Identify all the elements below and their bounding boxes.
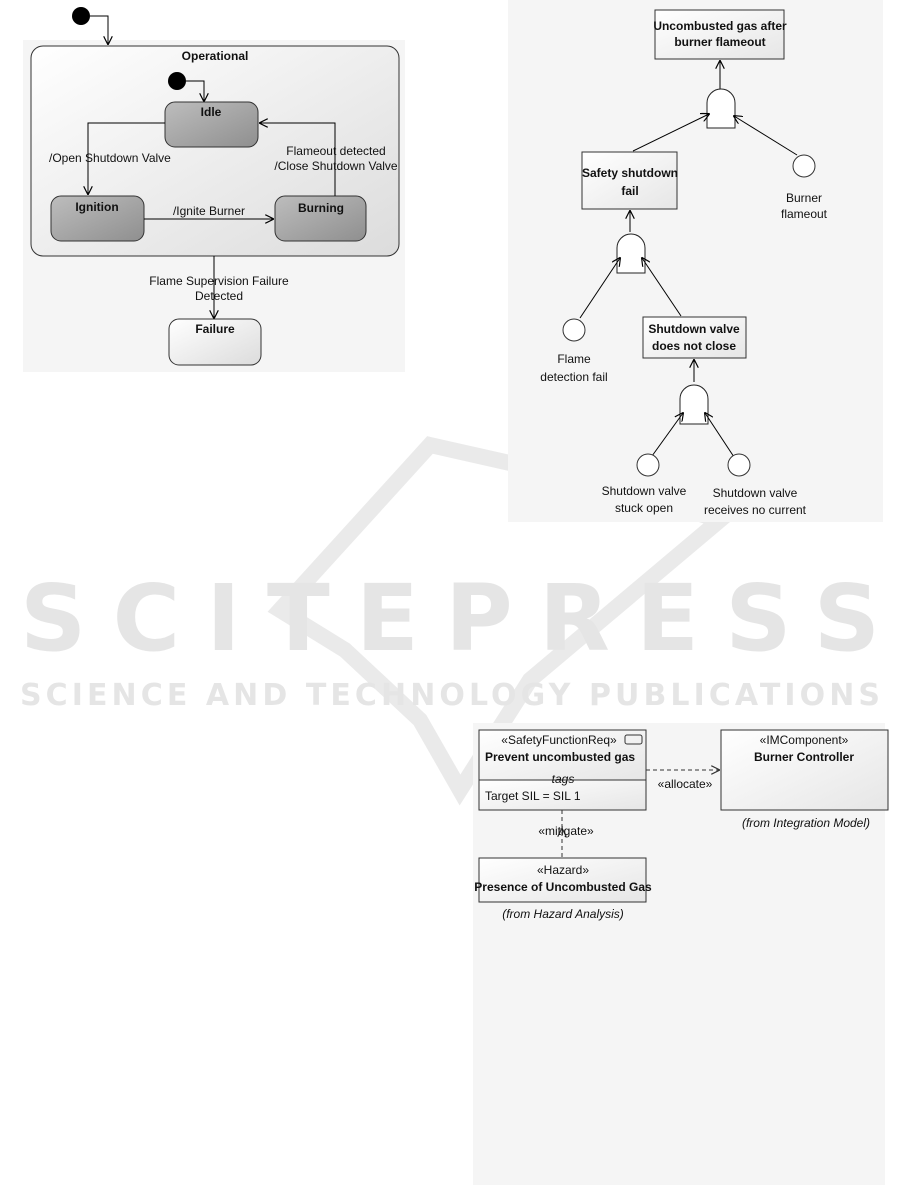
valve-stuck-open-event <box>636 453 660 477</box>
safety-shutdown-label-line2: fail <box>621 184 638 198</box>
top-event-box <box>654 9 785 60</box>
mitigate-label: «mitigate» <box>538 824 594 838</box>
valve-not-close-box <box>642 316 747 359</box>
initial-transition <box>90 15 108 44</box>
fault-tree-diagram: Uncombusted gas after burner flameout Sa… <box>508 0 883 522</box>
hazard-origin: (from Hazard Analysis) <box>502 907 624 921</box>
flame-detection-fail-event <box>562 318 586 342</box>
hazard-box <box>478 857 647 903</box>
valve-not-close-label-line2: does not close <box>652 339 736 353</box>
open-shutdown-label: /Open Shutdown Valve <box>49 151 171 165</box>
safety-shutdown-label-line1: Safety shutdown <box>582 166 678 180</box>
gate1-input-right <box>734 116 798 156</box>
flameout-label-line1: Flameout detected <box>286 144 385 158</box>
top-event-label-line1: Uncombusted gas after <box>653 19 787 33</box>
no-current-label-line2: receives no current <box>704 503 807 517</box>
safety-shutdown-box <box>581 151 678 210</box>
flame-detection-label-line2: detection fail <box>540 370 607 384</box>
transition-idle-to-ignition <box>88 122 165 194</box>
watermark-brand: SCITEPRESS <box>20 565 880 672</box>
transition-burning-to-idle <box>260 123 336 196</box>
failure-label: Failure <box>195 322 235 336</box>
inner-initial-transition <box>186 80 204 101</box>
initial-pseudostate <box>72 7 90 25</box>
tag-value: Target SIL = SIL 1 <box>485 789 581 803</box>
gate2-input-right <box>642 258 682 317</box>
hazard-stereotype: «Hazard» <box>537 863 589 877</box>
idle-label: Idle <box>201 105 222 119</box>
safety-requirement-name: Prevent uncombusted gas <box>485 750 635 764</box>
valve-no-current-event <box>727 453 751 477</box>
gate3-input-left <box>651 413 683 457</box>
allocate-label: «allocate» <box>658 777 713 791</box>
stuck-open-label-line1: Shutdown valve <box>602 484 687 498</box>
state-machine-diagram: Operational Idle Ignition Burning /Open … <box>23 7 405 372</box>
failure-transition-label-line2: Detected <box>195 289 243 303</box>
and-gate-3 <box>679 384 709 425</box>
gate3-input-right <box>705 413 735 458</box>
requirement-icon <box>624 734 643 745</box>
stuck-open-label-line2: stuck open <box>615 501 673 515</box>
burner-flameout-label-line1: Burner <box>786 191 822 205</box>
watermark-tagline: SCIENCE AND TECHNOLOGY PUBLICATIONS <box>20 678 880 713</box>
gate1-input-left <box>632 114 709 152</box>
component-box <box>720 729 889 811</box>
top-event-label-line2: burner flameout <box>674 35 765 49</box>
and-gate-2 <box>616 233 646 274</box>
ignite-burner-label: /Ignite Burner <box>173 204 245 218</box>
flameout-label-line2: /Close Shutdown Valve <box>274 159 398 173</box>
burning-label: Burning <box>298 201 344 215</box>
component-origin: (from Integration Model) <box>742 816 870 830</box>
no-current-label-line1: Shutdown valve <box>713 486 798 500</box>
failure-state <box>168 318 262 366</box>
component-name: Burner Controller <box>754 750 854 764</box>
burning-state <box>274 195 367 242</box>
component-stereotype: «IMComponent» <box>760 733 849 747</box>
burner-flameout-label-line2: flameout <box>781 207 828 221</box>
tags-heading: tags <box>552 772 575 786</box>
fault-tree-background <box>508 0 883 522</box>
safety-requirement-stereotype: «SafetyFunctionReq» <box>501 733 617 747</box>
idle-state <box>164 101 259 148</box>
valve-not-close-label-line1: Shutdown valve <box>648 322 740 336</box>
burner-flameout-event <box>792 154 816 178</box>
safety-requirement-box <box>478 729 647 781</box>
failure-transition-label-line1: Flame Supervision Failure <box>149 274 289 288</box>
flame-detection-label-line1: Flame <box>557 352 591 366</box>
gate2-input-left <box>579 258 620 319</box>
requirements-diagram: «SafetyFunctionReq» Prevent uncombusted … <box>473 723 889 1185</box>
and-gate-1 <box>706 88 736 129</box>
safety-requirement-tags <box>478 779 647 811</box>
inner-initial-pseudostate <box>168 72 186 90</box>
operational-label: Operational <box>182 49 249 63</box>
ignition-label: Ignition <box>75 200 118 214</box>
hazard-name: Presence of Uncombusted Gas <box>474 880 652 894</box>
